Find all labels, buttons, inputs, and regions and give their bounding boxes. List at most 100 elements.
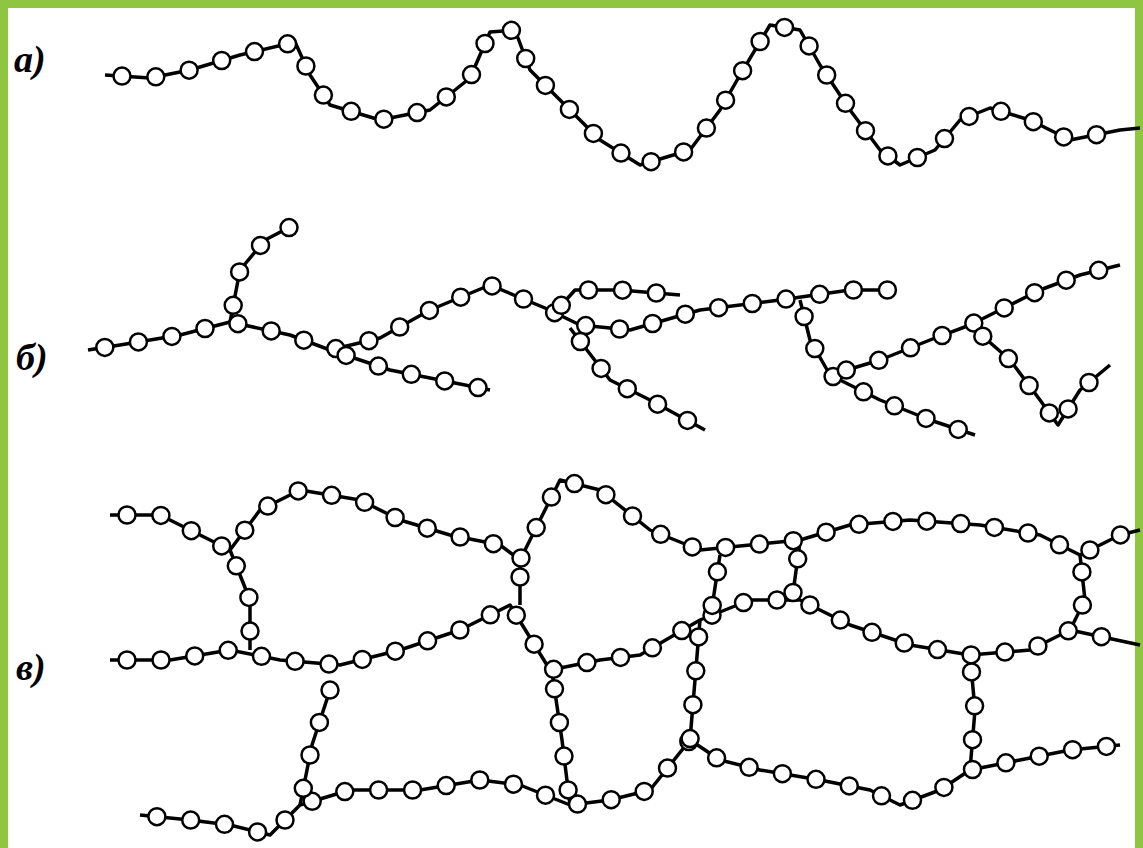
monomer-bead: [679, 412, 696, 429]
monomer-bead: [896, 635, 913, 652]
monomer-bead: [864, 624, 881, 641]
monomer-bead: [477, 35, 494, 52]
monomer-bead: [580, 282, 597, 299]
monomer-bead: [1112, 526, 1129, 543]
monomer-bead: [438, 777, 455, 794]
monomer-bead: [343, 103, 360, 120]
monomer-bead: [682, 730, 699, 747]
monomer-bead: [636, 783, 653, 800]
monomer-bead: [242, 623, 259, 640]
monomer-bead: [114, 68, 131, 85]
monomer-bead: [614, 282, 631, 299]
monomer-bead: [287, 653, 304, 670]
monomer-bead: [370, 358, 387, 375]
monomer-bead: [1081, 542, 1098, 559]
monomer-bead: [517, 50, 534, 67]
monomer-bead: [684, 696, 701, 713]
monomer-bead: [769, 592, 786, 609]
monomer-bead: [613, 145, 630, 162]
monomer-bead: [482, 606, 499, 623]
monomer-bead: [471, 772, 488, 789]
monomer-bead: [1055, 128, 1072, 145]
monomer-bead: [698, 120, 715, 137]
monomer-bead: [643, 153, 660, 170]
monomer-bead: [252, 237, 269, 254]
monomer-bead: [1090, 262, 1107, 279]
monomer-bead: [845, 282, 862, 299]
monomer-bead: [963, 663, 980, 680]
monomer-bead: [526, 636, 543, 653]
monomer-bead: [470, 379, 487, 396]
monomer-bead: [950, 421, 967, 438]
monomer-bead: [240, 589, 257, 606]
monomer-bead: [838, 362, 855, 379]
monomer-bead: [387, 509, 404, 526]
monomer-bead: [904, 792, 921, 809]
monomer-bead: [841, 777, 858, 794]
monomer-bead: [879, 282, 896, 299]
monomer-bead: [918, 513, 935, 530]
monomer-bead: [808, 771, 825, 788]
monomer-bead: [508, 607, 525, 624]
monomer-bead: [409, 104, 426, 121]
monomer-bead: [1051, 536, 1068, 553]
monomer-bead: [451, 622, 468, 639]
monomer-bead: [259, 498, 276, 515]
monomer-bead: [463, 66, 480, 83]
monomer-bead: [338, 347, 355, 364]
monomer-bead: [752, 33, 769, 50]
monomer-bead: [1029, 638, 1046, 655]
polymer-chain: [570, 328, 705, 430]
monomer-bead: [774, 765, 791, 782]
monomer-bead: [419, 520, 436, 537]
monomer-bead: [323, 487, 340, 504]
monomer-bead: [1060, 400, 1077, 417]
monomer-bead: [1058, 272, 1075, 289]
monomer-bead: [974, 328, 991, 345]
monomer-bead: [419, 632, 436, 649]
monomer-bead: [546, 680, 563, 697]
polymer-chain: [110, 480, 1140, 560]
monomer-bead: [515, 291, 532, 308]
monomer-bead: [503, 22, 520, 39]
monomer-bead: [855, 383, 872, 400]
monomer-bead: [708, 749, 725, 766]
monomer-bead: [436, 372, 453, 389]
monomer-bead: [611, 321, 628, 338]
monomer-bead: [183, 522, 200, 539]
monomer-bead: [873, 787, 890, 804]
polymer-chain: [830, 265, 1120, 375]
monomer-bead: [952, 515, 969, 532]
monomer-bead: [119, 507, 136, 524]
monomer-bead: [796, 308, 813, 325]
monomer-bead: [163, 328, 180, 345]
monomer-bead: [302, 747, 319, 764]
monomer-bead: [934, 327, 951, 344]
monomer-bead: [785, 584, 802, 601]
monomer-bead: [936, 130, 953, 147]
monomer-bead: [356, 494, 373, 511]
monomer-bead: [1064, 741, 1081, 758]
monomer-bead: [485, 535, 502, 552]
monomer-bead: [213, 537, 230, 554]
monomer-bead: [1081, 374, 1098, 391]
monomer-bead: [528, 519, 545, 536]
monomer-bead: [119, 652, 136, 669]
monomer-bead: [1000, 350, 1017, 367]
monomer-bead: [551, 714, 568, 731]
monomer-bead: [837, 95, 854, 112]
monomer-bead: [857, 122, 874, 139]
monomer-bead: [452, 289, 469, 306]
monomer-units: [96, 19, 1129, 841]
monomer-bead: [687, 662, 704, 679]
monomer-bead: [1026, 284, 1043, 301]
monomer-bead: [593, 360, 610, 377]
monomer-bead: [806, 340, 823, 357]
monomer-bead: [253, 648, 270, 665]
monomer-bead: [710, 299, 727, 316]
monomer-bead: [744, 295, 761, 312]
monomer-bead: [512, 569, 529, 586]
monomer-bead: [281, 219, 298, 236]
monomer-bead: [152, 507, 169, 524]
